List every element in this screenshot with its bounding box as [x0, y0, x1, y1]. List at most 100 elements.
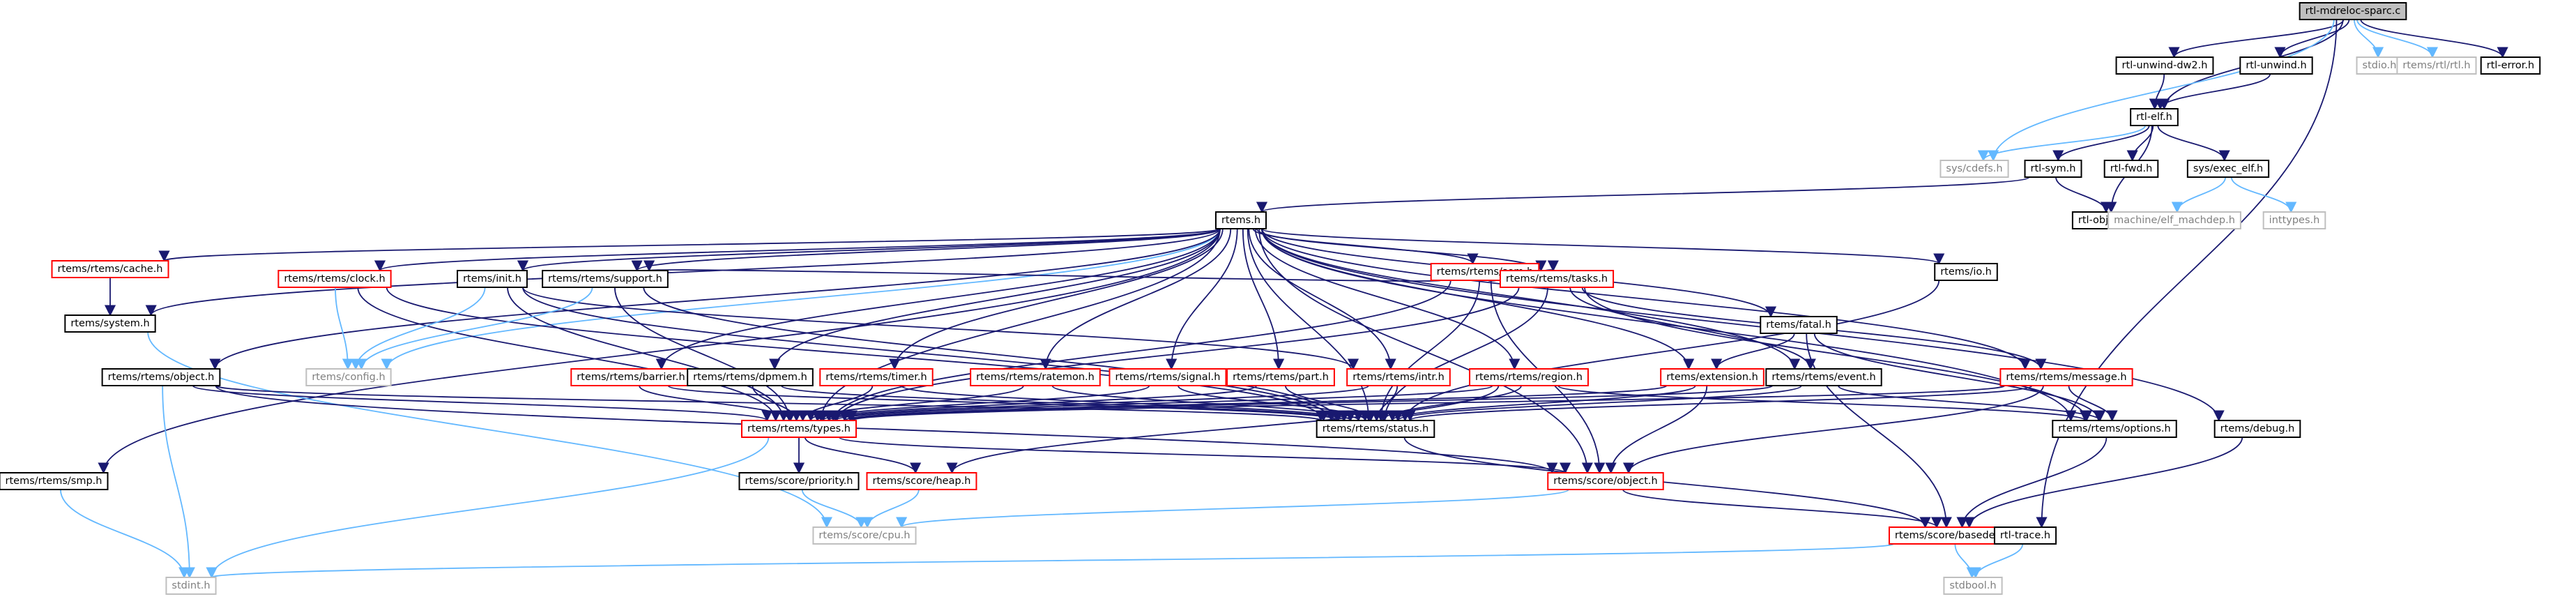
node-rtl-trace-h[interactable]: rtl-trace.h	[1993, 526, 2057, 545]
node-rtl-mdreloc-sparc-c[interactable]: rtl-mdreloc-sparc.c	[2299, 2, 2407, 20]
nodes-layer: rtl-mdreloc-sparc.c rtl-unwind-dw2.h rtl-u…	[0, 2, 2541, 595]
edge-score_object-to-cpu	[896, 489, 1569, 529]
node-rtl-unwind-dw2-h[interactable]: rtl-unwind-dw2.h	[2115, 56, 2214, 75]
edge-init-to-intr	[522, 287, 1359, 370]
node-box	[970, 368, 1101, 386]
node-label: rtems/rtl/rtl.h	[2402, 60, 2470, 71]
node-box	[1346, 368, 1451, 386]
edge-clock-to-config	[335, 287, 354, 370]
edge-types-to-score_object	[838, 437, 1571, 474]
node-rtems-rtl-rtl-h: rtems/rtl/rtl.h	[2396, 56, 2477, 75]
node-box	[2130, 108, 2179, 126]
node-label: machine/elf_machdep.h	[2114, 215, 2235, 226]
edge-score_object-to-basedefs	[1622, 489, 1942, 529]
node-stdbool-h: stdbool.h	[1943, 577, 2003, 595]
edge-rtl_sym-to-obj_fwd	[2055, 176, 2112, 213]
node-box	[2186, 160, 2270, 178]
node-label: rtems/fatal.h	[1766, 319, 1831, 331]
node-rtems-score-priority-h[interactable]: rtems/score/priority.h	[738, 472, 860, 490]
node-rtems-rtems-support-h[interactable]: rtems/rtems/support.h	[542, 270, 669, 288]
edge-tasks-to-types	[831, 287, 1520, 422]
node-rtems-rtems-smp-h[interactable]: rtems/rtems/smp.h	[0, 472, 109, 490]
node-box	[1660, 368, 1765, 386]
edge-exec_elf-to-elf_machdep	[2171, 176, 2227, 213]
node-stdio-h: stdio.h	[2356, 56, 2403, 75]
node-label: rtl-fwd.h	[2110, 163, 2153, 174]
edge-priority-to-cpu	[801, 489, 867, 529]
node-box	[457, 270, 528, 288]
node-rtems-rtems-tasks-h[interactable]: rtems/rtems/tasks.h	[1499, 270, 1615, 288]
node-rtems-rtems-barrier-h[interactable]: rtems/rtems/barrier.h	[570, 368, 692, 386]
node-label: rtems/rtems/timer.h	[825, 372, 927, 383]
node-label: rtems/rtems/event.h	[1771, 372, 1875, 383]
node-rtems-rtems-status-h[interactable]: rtems/rtems/status.h	[1316, 420, 1435, 438]
node-box	[866, 472, 977, 490]
node-box	[0, 472, 109, 490]
edge-support-to-status	[643, 287, 1343, 422]
node-rtems-rtems-clock-h[interactable]: rtems/rtems/clock.h	[277, 270, 392, 288]
node-box	[1316, 420, 1435, 438]
node-rtems-extension-h[interactable]: rtems/extension.h	[1660, 368, 1765, 386]
node-rtems-rtems-part-h[interactable]: rtems/rtems/part.h	[1226, 368, 1335, 386]
node-rtl-fwd-h[interactable]: rtl-fwd.h	[2103, 160, 2159, 178]
node-sys-exec-elf-h[interactable]: sys/exec_elf.h	[2186, 160, 2270, 178]
node-rtems-score-heap-h[interactable]: rtems/score/heap.h	[866, 472, 977, 490]
node-label: rtems/io.h	[1940, 266, 1992, 278]
node-rtems-system-h[interactable]: rtems/system.h	[64, 314, 156, 333]
node-rtems-h[interactable]: rtems.h	[1214, 211, 1267, 229]
edge-intr-to-types	[823, 385, 1369, 422]
node-rtems-rtems-cache-h[interactable]: rtems/rtems/cache.h	[51, 260, 169, 278]
edge-tasks-to-event	[1569, 287, 1816, 370]
node-rtems-rtems-object-h[interactable]: rtems/rtems/object.h	[101, 368, 221, 386]
node-rtems-rtems-region-h[interactable]: rtems/rtems/region.h	[1469, 368, 1589, 386]
node-rtems-rtems-dpmem-h[interactable]: rtems/rtems/dpmem.h	[687, 368, 814, 386]
node-label: rtems/rtems/ratemon.h	[976, 372, 1095, 383]
node-label: inttypes.h	[2269, 215, 2320, 226]
node-machine-elf-machdep-h: machine/elf_machdep.h	[2108, 211, 2241, 229]
edge-object_h-to-score_object	[215, 385, 1557, 474]
node-label: rtems.h	[1221, 215, 1260, 226]
edge-init-to-status	[522, 287, 1337, 422]
edge-rtems_h-to-part	[1242, 228, 1285, 370]
edge-exec_elf-to-inttypes	[2230, 176, 2297, 213]
node-rtl-elf-h[interactable]: rtl-elf.h	[2130, 108, 2179, 126]
node-box	[277, 270, 392, 288]
node-rtems-rtems-event-h[interactable]: rtems/rtems/event.h	[1765, 368, 1882, 386]
node-rtems-debug-h[interactable]: rtems/debug.h	[2213, 420, 2301, 438]
node-rtl-unwind-h[interactable]: rtl-unwind.h	[2239, 56, 2313, 75]
node-rtl-error-h[interactable]: rtl-error.h	[2480, 56, 2541, 75]
node-rtems-rtems-intr-h[interactable]: rtems/rtems/intr.h	[1346, 368, 1451, 386]
node-box	[687, 368, 814, 386]
node-label: sys/cdefs.h	[1946, 163, 2002, 174]
edge-rtl_trace-to-stdbool	[1969, 543, 2024, 579]
edge-root-to-rtl_error	[2360, 19, 2508, 59]
node-rtems-rtems-message-h[interactable]: rtems/rtems/message.h	[1999, 368, 2133, 386]
edges-layer	[59, 19, 2508, 579]
node-rtems-rtems-ratemon-h[interactable]: rtems/rtems/ratemon.h	[970, 368, 1101, 386]
node-box	[1999, 368, 2133, 386]
edge-message-to-status	[1405, 385, 2033, 422]
node-rtems-score-object-h[interactable]: rtems/score/object.h	[1547, 472, 1664, 490]
node-rtems-rtems-timer-h[interactable]: rtems/rtems/timer.h	[819, 368, 933, 386]
node-box	[1499, 270, 1615, 288]
node-label: rtems/rtems/message.h	[2006, 372, 2126, 383]
node-rtems-io-h[interactable]: rtems/io.h	[1934, 263, 1998, 281]
node-rtems-init-h[interactable]: rtems/init.h	[457, 270, 528, 288]
node-label: stdbool.h	[1949, 580, 1996, 591]
edge-rtems_h-to-io	[1261, 228, 1944, 265]
edge-rtems_h-to-system	[145, 228, 1221, 317]
node-label: rtl-sym.h	[2031, 163, 2076, 174]
node-rtems-rtems-types-h[interactable]: rtems/rtems/types.h	[740, 420, 858, 438]
node-rtems-rtems-options-h[interactable]: rtems/rtems/options.h	[2052, 420, 2177, 438]
edge-support-to-types	[614, 287, 795, 422]
node-rtl-sym-h[interactable]: rtl-sym.h	[2024, 160, 2082, 178]
edge-rtems_h-to-clock	[374, 228, 1221, 272]
node-box	[819, 368, 933, 386]
edge-sem-to-support	[645, 259, 1442, 282]
node-rtems-fatal-h[interactable]: rtems/fatal.h	[1760, 316, 1838, 334]
node-label: rtems/rtems/intr.h	[1352, 372, 1445, 383]
edge-rtems_h-to-message	[1261, 228, 2031, 370]
node-rtems-rtems-signal-h[interactable]: rtems/rtems/signal.h	[1108, 368, 1227, 386]
node-label: rtl-elf.h	[2136, 112, 2172, 123]
node-label: rtems/score/heap.h	[873, 476, 971, 487]
